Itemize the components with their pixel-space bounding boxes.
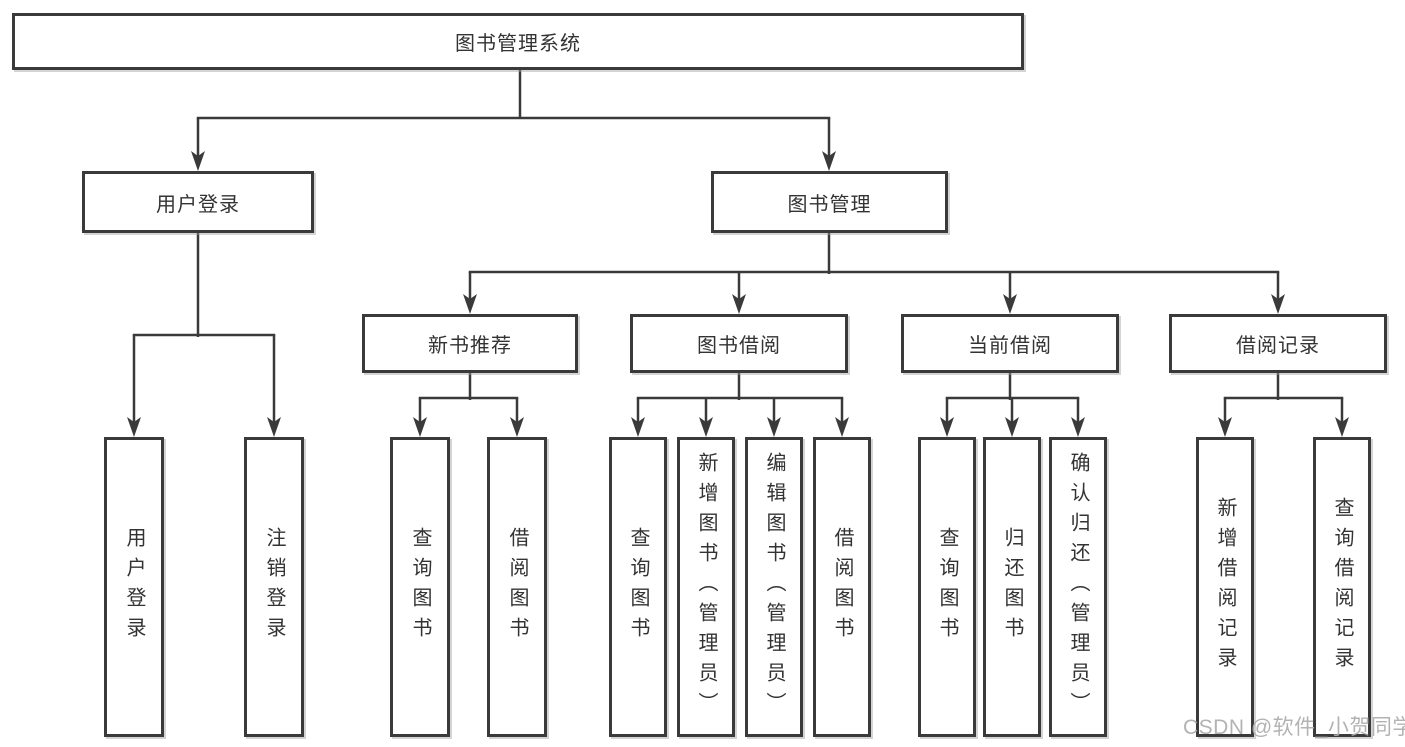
node-leaf-logout: 注销登录 — [244, 437, 304, 737]
node-new-book-recommend: 新书推荐 — [362, 314, 578, 373]
node-leaf-add-borrow-record: 新增借阅记录 — [1196, 437, 1254, 737]
node-leaf-add-book-admin: 新增图书（管理员） — [677, 437, 735, 737]
node-leaf-confirm-return-admin: 确认归还（管理员） — [1049, 437, 1107, 737]
node-leaf-return-book: 归还图书 — [983, 437, 1041, 737]
node-leaf-user-login: 用户登录 — [104, 437, 164, 737]
node-root: 图书管理系统 — [12, 13, 1024, 70]
node-leaf-query-book-borrow: 查询图书 — [609, 437, 667, 737]
node-leaf-query-borrow-record: 查询借阅记录 — [1313, 437, 1371, 737]
node-book-management: 图书管理 — [711, 171, 948, 233]
node-current-borrow: 当前借阅 — [901, 314, 1119, 373]
watermark-text: CSDN @软件_小贺同学 — [1183, 716, 1405, 739]
node-leaf-borrow-book: 借阅图书 — [813, 437, 871, 737]
node-leaf-query-book-recommend: 查询图书 — [390, 437, 450, 737]
node-leaf-edit-book-admin: 编辑图书（管理员） — [745, 437, 803, 737]
node-leaf-borrow-book-recommend: 借阅图书 — [487, 437, 547, 737]
node-borrow-record: 借阅记录 — [1169, 314, 1387, 373]
node-book-borrow: 图书借阅 — [630, 314, 848, 373]
node-leaf-query-book-current: 查询图书 — [918, 437, 976, 737]
node-user-login: 用户登录 — [82, 171, 314, 233]
